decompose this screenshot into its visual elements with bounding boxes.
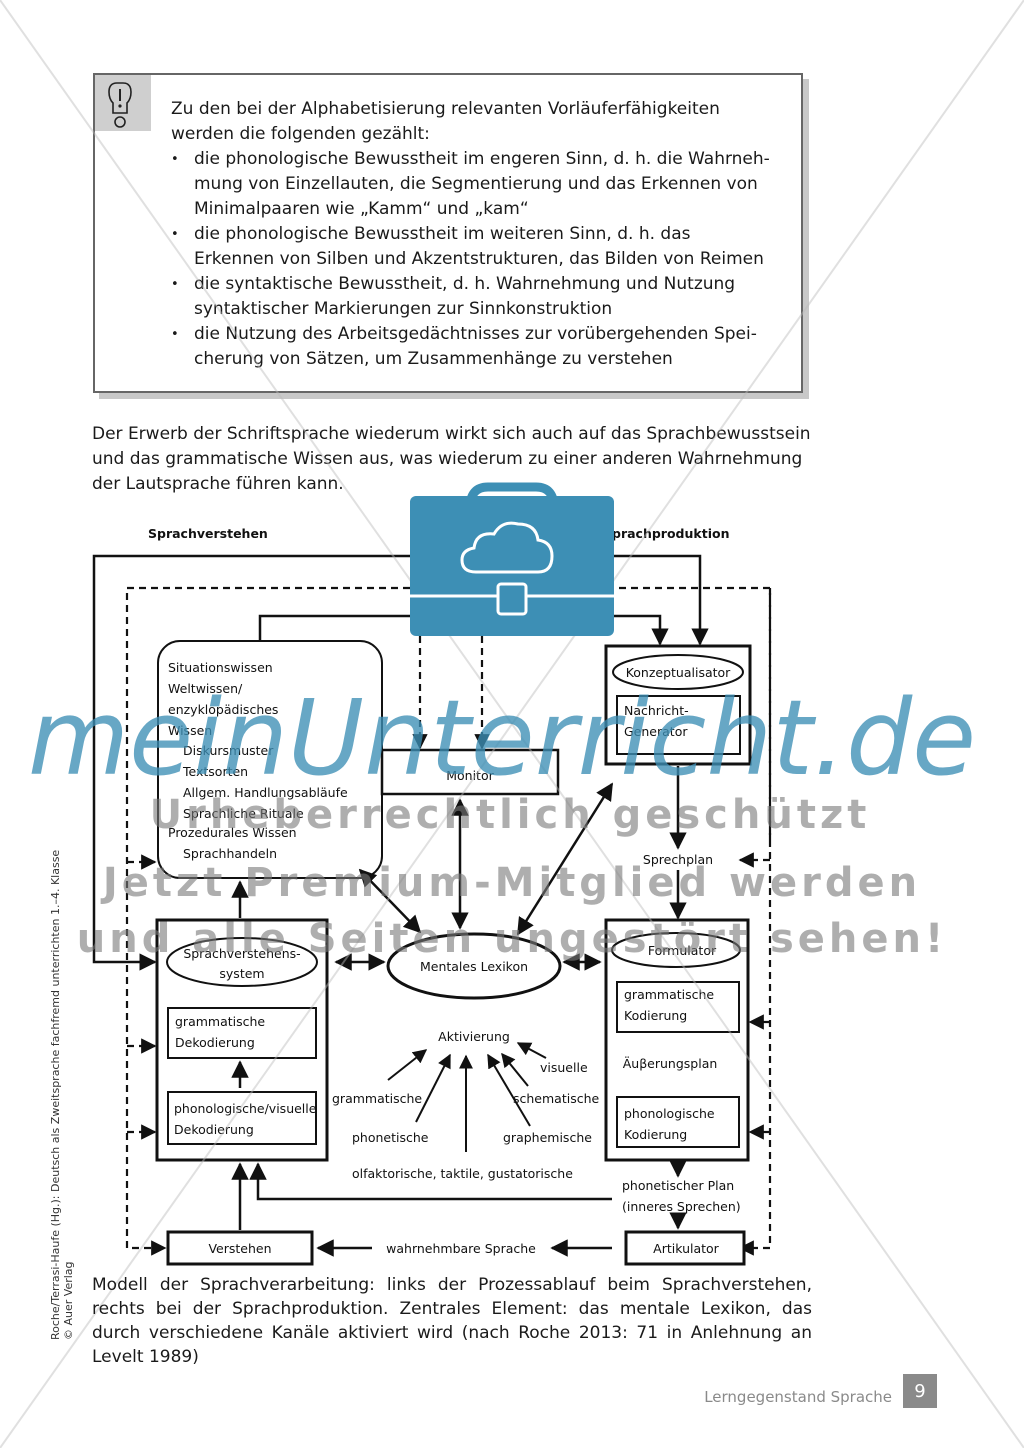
verstehen-box <box>166 1230 314 1266</box>
channel-visuelle: visuelle <box>540 1060 588 1075</box>
mentales-lexikon <box>386 932 562 1000</box>
info-bullet: die phonologische Bewusstheit im engeren… <box>171 147 771 222</box>
channel-grammatische: grammatische <box>332 1091 422 1106</box>
channel-schematische: schematische <box>513 1091 600 1106</box>
figure-caption: Modell der Sprachverarbeitung: links der… <box>92 1275 812 1367</box>
gram-dekodierung-box <box>167 1007 317 1059</box>
gram-kodierung-1: grammatische <box>624 987 714 1002</box>
phonetischer-plan-1: phonetischer Plan <box>622 1178 734 1193</box>
knowledge-subline: Sprachliche Rituale <box>183 806 304 821</box>
footer-section-label: Lerngegenstand Sprache <box>704 1388 892 1406</box>
monitor-label: Monitor <box>446 768 494 783</box>
exclamation-lightbulb-icon <box>108 82 132 128</box>
konzeptualisator-label: Konzeptualisator <box>626 665 731 680</box>
body-paragraph: Der Erwerb der Schriftsprache wiederum w… <box>92 424 811 494</box>
side-credit-publisher: © Auer Verlag <box>62 1261 75 1340</box>
info-box: Zu den bei der Alphabetisierung relevant… <box>93 73 803 393</box>
gram-kodierung-2: Kodierung <box>624 1008 687 1023</box>
channel-phonetische: phonetische <box>352 1130 429 1145</box>
nachricht-label: Nachricht- <box>624 703 689 718</box>
phon-kodierung-box <box>616 1096 740 1148</box>
knowledge-box <box>157 640 383 879</box>
channel-olfaktorische: olfaktorische, taktile, gustatorische <box>352 1166 573 1181</box>
side-credit: Roche/Terrasi-Haufe (Hg.): Deutsch als Z… <box>49 820 75 1340</box>
phon-dekodierung-2: Dekodierung <box>174 1122 254 1137</box>
info-text: Zu den bei der Alphabetisierung relevant… <box>171 97 771 372</box>
knowledge-line: Weltwissen/ <box>168 681 243 696</box>
knowledge-line: Situationswissen <box>168 660 273 675</box>
phon-dekodierung-1: phonologische/visuelle <box>174 1101 317 1116</box>
formulator-label: Formulator <box>648 943 717 958</box>
info-bullet: die Nutzung des Arbeitsgedächtnisses zur… <box>171 322 771 372</box>
generator-label: Generator <box>624 724 688 739</box>
artikulator-label: Artikulator <box>653 1241 720 1256</box>
gram-dekodierung-2: Dekodierung <box>175 1035 255 1050</box>
verstehenssystem-label-1: Sprachverstehens- <box>183 946 300 961</box>
info-icon-cell <box>95 75 151 131</box>
page-number: 9 <box>903 1374 937 1408</box>
info-bullet-list: die phonologische Bewusstheit im engeren… <box>171 147 771 372</box>
info-bullet: die phonologische Bewusstheit im weitere… <box>171 222 771 272</box>
verstehenssystem-label-2: system <box>219 966 264 981</box>
phon-kodierung-2: Kodierung <box>624 1127 687 1142</box>
verstehen-label: Verstehen <box>208 1241 271 1256</box>
monitor-box <box>380 748 560 796</box>
knowledge-subline: Textsorten <box>182 764 248 779</box>
heading-sprachverstehen: Sprachverstehen <box>148 526 268 541</box>
nachricht-generator-box <box>616 695 741 755</box>
knowledge-line: Wissen <box>168 723 212 738</box>
knowledge-procedural: Prozedurales Wissen <box>168 825 297 840</box>
phon-dekodierung-box <box>167 1091 317 1145</box>
wahrnehmbare-sprache-label: wahrnehmbare Sprache <box>386 1241 536 1256</box>
gram-dekodierung-1: grammatische <box>175 1014 265 1029</box>
knowledge-subline: Allgem. Handlungsabläufe <box>183 785 348 800</box>
sprechplan-label: Sprechplan <box>643 852 713 867</box>
knowledge-line: enzyklopädisches <box>168 702 278 717</box>
mentales-lexikon-label: Mentales Lexikon <box>420 959 528 974</box>
aktivierung-label: Aktivierung <box>438 1029 510 1044</box>
gram-kodierung-box <box>616 981 740 1033</box>
info-bullet: die syntaktische Bewusstheit, d. h. Wahr… <box>171 272 771 322</box>
aeusserungsplan-label: Äuβerungsplan <box>623 1056 718 1071</box>
channel-graphemische: graphemische <box>503 1130 592 1145</box>
knowledge-subline: Diskursmuster <box>183 743 274 758</box>
side-credit-title: Roche/Terrasi-Haufe (Hg.): Deutsch als Z… <box>49 849 62 1340</box>
info-intro: Zu den bei der Alphabetisierung relevant… <box>171 99 720 144</box>
phonetischer-plan-2: (inneres Sprechen) <box>622 1199 741 1214</box>
heading-sprachproduktion: Sprachproduktion <box>603 526 729 541</box>
phon-kodierung-1: phonologische <box>624 1106 715 1121</box>
artikulator-box <box>624 1230 746 1266</box>
knowledge-procedural-sub: Sprachhandeln <box>183 846 277 861</box>
